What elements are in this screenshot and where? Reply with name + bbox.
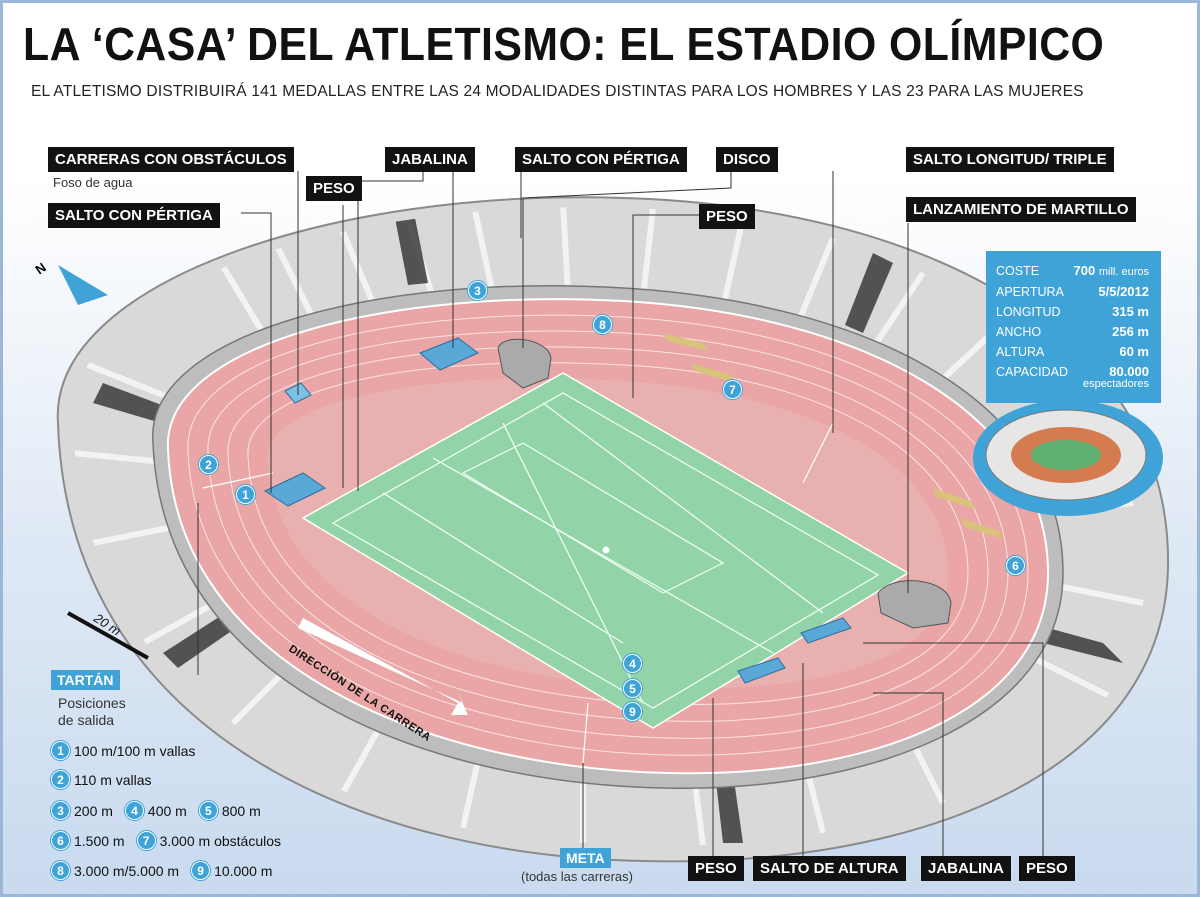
info-value: 315 m <box>1112 304 1149 319</box>
legend-row-2: 2 110 m vallas <box>51 770 152 789</box>
long-jump-pit-1 <box>663 333 708 351</box>
legend-number: 7 <box>136 831 156 850</box>
start-lines <box>202 422 834 764</box>
info-value: 256 m <box>1112 324 1149 339</box>
start-position-5: 5 <box>623 679 642 698</box>
info-value: 700 mill. euros <box>1073 263 1149 278</box>
pole-vault-mat-top <box>419 337 479 371</box>
legend-text: 100 m/100 m vallas <box>74 742 196 759</box>
label-peso-bottom-2: PESO <box>1019 856 1075 881</box>
legend-number: 9 <box>191 861 211 880</box>
legend-text: 10.000 m <box>214 862 273 879</box>
legend-subtitle-2: de salida <box>58 712 115 728</box>
page-subtitle: EL ATLETISMO DISTRIBUIRÁ 141 MEDALLAS EN… <box>31 83 1084 100</box>
legend-number: 2 <box>51 770 70 789</box>
legend-text: 400 m <box>147 802 187 819</box>
info-row-apertura: APERTURA 5/5/2012 <box>996 282 1149 302</box>
label-foso-agua: Foso de agua <box>53 175 133 190</box>
legend-text: 200 m <box>74 802 113 819</box>
start-position-4: 4 <box>623 654 642 673</box>
leader-lines <box>197 171 1044 856</box>
legend-text: 1.500 m <box>74 832 125 849</box>
start-position-9: 9 <box>623 702 642 721</box>
start-position-6: 6 <box>1006 556 1025 575</box>
info-key: ALTURA <box>996 345 1045 359</box>
info-row-altura: ALTURA 60 m <box>996 342 1149 362</box>
info-row-capacidad: CAPACIDAD 80.000 <box>996 362 1149 382</box>
page-title: LA ‘CASA’ DEL ATLETISMO: EL ESTADIO OLÍM… <box>23 18 1105 70</box>
label-jabalina-bottom: JABALINA <box>921 856 1011 881</box>
long-jump-pit-4 <box>961 518 1003 539</box>
legend-number: 5 <box>198 801 218 820</box>
legend-number: 3 <box>51 801 70 820</box>
stadium-info-box: COSTE 700 mill. euros APERTURA 5/5/2012 … <box>986 251 1161 403</box>
label-salto-pertiga-top: SALTO CON PÉRTIGA <box>515 147 687 172</box>
start-position-7: 7 <box>723 380 742 399</box>
hammer-cage <box>877 580 952 629</box>
meta-tag: META <box>560 848 611 868</box>
legend-text: 3.000 m/5.000 m <box>74 862 180 879</box>
info-note: espectadores <box>1082 378 1149 390</box>
legend-text: 800 m <box>221 802 261 819</box>
north-arrow-icon <box>58 265 108 305</box>
info-value: 60 m <box>1119 344 1149 359</box>
info-key: LONGITUD <box>996 305 1061 319</box>
high-jump-mat-1 <box>737 657 786 684</box>
pole-vault-mat-left <box>263 472 326 507</box>
legend-number: 4 <box>124 801 144 820</box>
race-direction-arrow <box>298 618 468 715</box>
info-row-coste: COSTE 700 mill. euros <box>996 261 1149 282</box>
legend-title: TARTÁN <box>51 670 120 690</box>
high-jump-mat-2 <box>800 617 852 644</box>
legend-subtitle-1: Posiciones <box>58 695 126 711</box>
stadium-illustration <box>56 171 1170 863</box>
legend-text: 110 m vallas <box>74 771 152 788</box>
label-salto-altura: SALTO DE ALTURA <box>753 856 906 881</box>
long-jump-pit-2 <box>691 363 735 383</box>
label-peso-top-mid: PESO <box>699 204 755 229</box>
info-key: CAPACIDAD <box>996 365 1069 379</box>
label-lanzamiento-martillo: LANZAMIENTO DE MARTILLO <box>906 197 1136 222</box>
info-value: 5/5/2012 <box>1098 284 1149 299</box>
legend-row-5: 8 3.000 m/5.000 m 9 10.000 m <box>51 861 272 880</box>
label-disco: DISCO <box>716 147 778 172</box>
info-key: APERTURA <box>996 285 1064 299</box>
meta-note: (todas las carreras) <box>521 869 633 884</box>
start-position-3: 3 <box>468 281 487 300</box>
discus-cage <box>497 338 552 389</box>
label-peso-bottom-1: PESO <box>688 856 744 881</box>
legend-row-1: 1 100 m/100 m vallas <box>51 741 195 760</box>
legend-text: 3.000 m obstáculos <box>159 832 281 849</box>
info-row-longitud: LONGITUD 315 m <box>996 302 1149 322</box>
label-salto-longitud-triple: SALTO LONGITUD/ TRIPLE <box>906 147 1114 172</box>
label-carreras-obstaculos: CARRERAS CON OBSTÁCULOS <box>48 147 294 172</box>
info-key: COSTE <box>996 264 1040 278</box>
info-value: 80.000 <box>1109 364 1149 379</box>
info-row-ancho: ANCHO 256 m <box>996 322 1149 342</box>
info-key: ANCHO <box>996 325 1042 339</box>
start-position-1: 1 <box>236 485 255 504</box>
label-salto-pertiga-left: SALTO CON PÉRTIGA <box>48 203 220 228</box>
legend-number: 8 <box>51 861 70 880</box>
field-markings <box>331 392 880 709</box>
long-jump-pit-3 <box>933 488 975 509</box>
label-peso-top-left: PESO <box>306 176 362 201</box>
legend-number: 6 <box>51 831 70 850</box>
legend-row-3: 3 200 m 4 400 m 5 800 m <box>51 801 261 820</box>
label-jabalina-top: JABALINA <box>385 147 475 172</box>
start-position-8: 8 <box>593 315 612 334</box>
scale-bar <box>67 611 149 660</box>
mini-stadium-icon <box>973 400 1163 516</box>
legend-number: 1 <box>51 741 70 760</box>
legend-row-4: 6 1.500 m 7 3.000 m obstáculos <box>51 831 281 850</box>
start-position-2: 2 <box>199 455 218 474</box>
